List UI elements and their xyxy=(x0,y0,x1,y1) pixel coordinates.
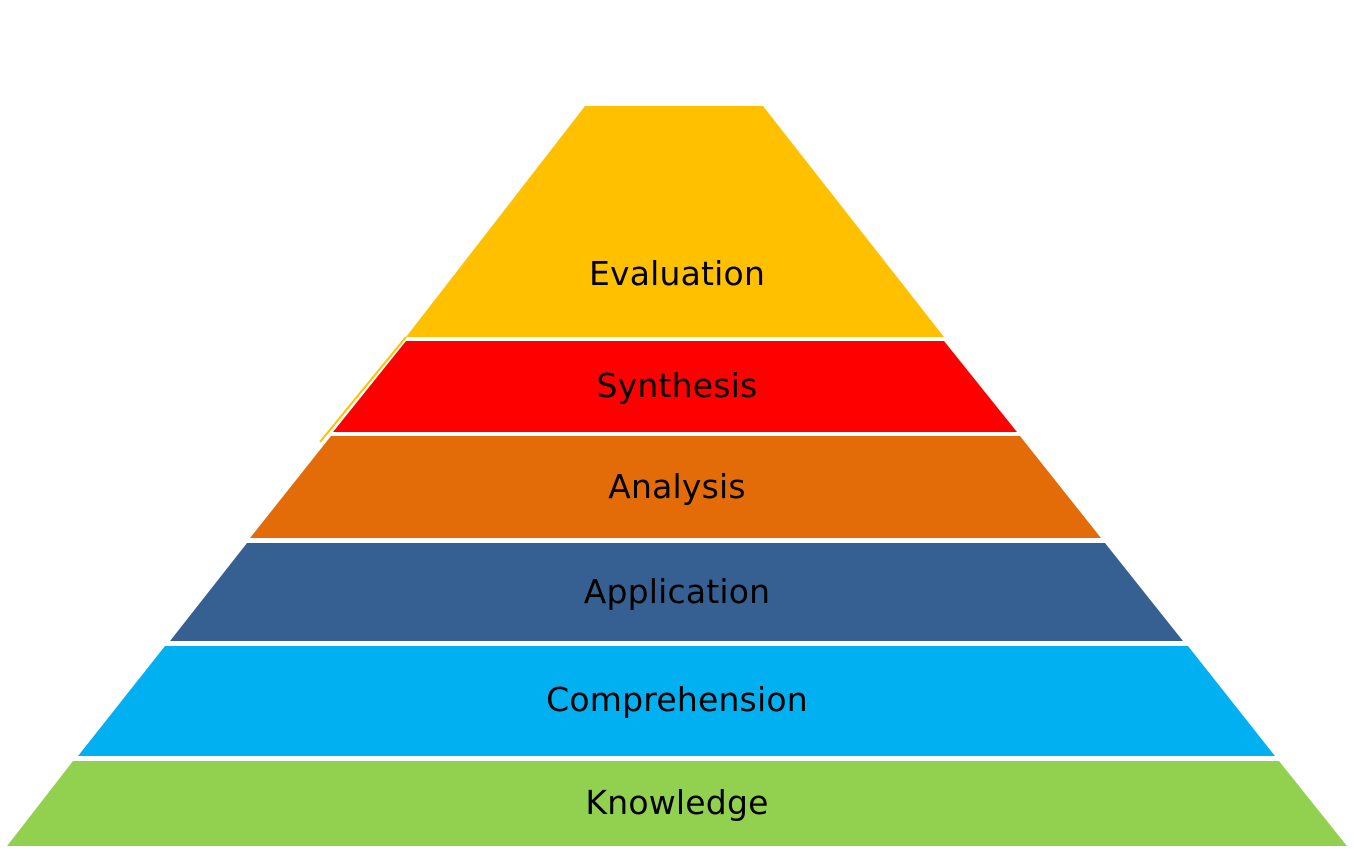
pyramid-layer-analysis xyxy=(250,436,1101,538)
pyramid-layer-synthesis xyxy=(333,341,1017,432)
pyramid-layer-comprehension xyxy=(78,646,1275,756)
pyramid-layer-knowledge xyxy=(7,761,1347,846)
pyramid-layer-evaluation xyxy=(406,106,944,337)
accent-line xyxy=(319,336,407,443)
pyramid-layer-application xyxy=(170,543,1183,641)
